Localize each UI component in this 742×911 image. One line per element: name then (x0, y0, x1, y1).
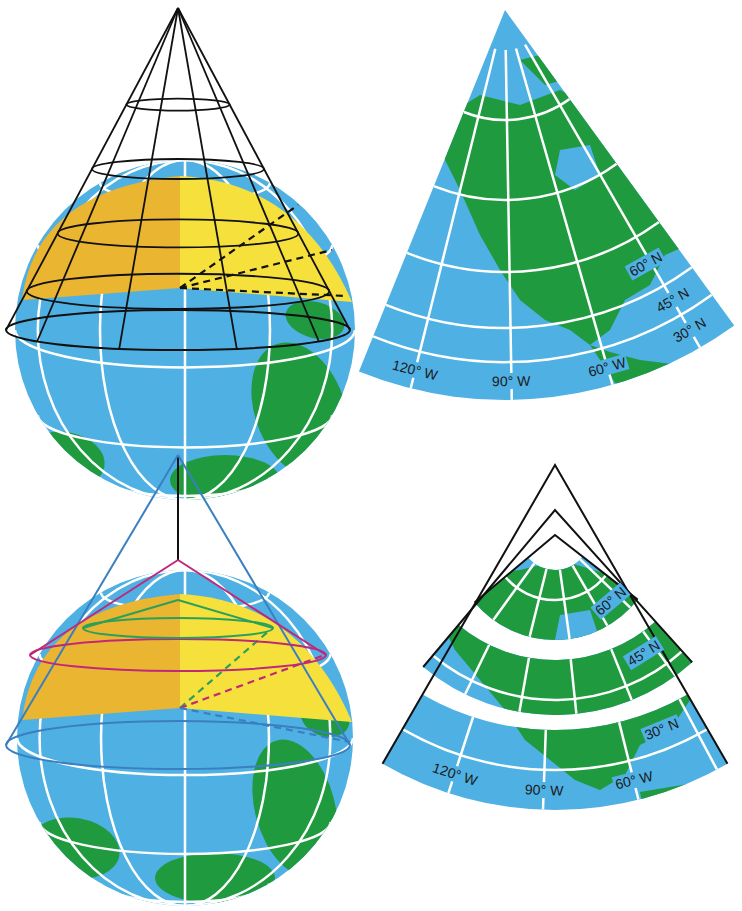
cutaway-face (22, 594, 180, 720)
globe-surface (15, 160, 366, 505)
globe-ocean (17, 570, 353, 906)
longitude-label: 90° W (522, 781, 565, 798)
map-meridian (519, 658, 529, 712)
cone-ring (126, 99, 229, 111)
map-meridian (571, 659, 577, 714)
map-meridian (530, 569, 547, 637)
cone-line (119, 8, 178, 349)
cone-ring (27, 274, 330, 309)
radius-line (180, 288, 346, 296)
cone-rim (6, 310, 350, 350)
map-land (590, 338, 742, 420)
longitude-label: 60° W (585, 353, 630, 380)
cone-axis (177, 455, 179, 560)
longitude-label: 120° W (428, 759, 481, 790)
latitude-label: 60° N (625, 247, 667, 280)
map-parallel (386, 267, 692, 328)
cone-line (178, 8, 350, 330)
map-water (555, 610, 600, 655)
cone-line (6, 455, 178, 745)
map-meridian (516, 49, 613, 385)
globe-surface (17, 570, 355, 906)
cone-line (178, 455, 350, 745)
cone-ring (92, 159, 264, 179)
longitude-label: 120° W (389, 356, 441, 384)
map-meridian (560, 570, 570, 639)
map-fan (359, 10, 734, 400)
latitude-label: 30° N (641, 714, 683, 744)
map-meridian (525, 45, 700, 348)
cone-rim (30, 639, 326, 671)
map-meridian (465, 645, 489, 695)
longitude-label: 90° W (490, 373, 533, 390)
cutaway-face (180, 176, 352, 302)
map-land (430, 560, 715, 790)
map-land (600, 30, 680, 110)
cone-rim (83, 618, 273, 638)
cone-line (37, 8, 178, 342)
map-land (520, 50, 580, 85)
cone-line (178, 8, 319, 342)
cone-line (178, 600, 273, 628)
band-land-group (403, 556, 742, 840)
map-meridian (411, 49, 496, 389)
map-meridian (493, 563, 534, 620)
latitude-label: 45° N (623, 635, 665, 669)
cone-line (178, 8, 237, 349)
cutaway-face (22, 176, 180, 300)
map-land-group (373, 30, 742, 420)
cone-rim (6, 721, 350, 769)
unrolled-cone-outline (383, 465, 728, 764)
latitude-label: 60° N (590, 582, 630, 619)
map-land (620, 556, 680, 605)
map-land (440, 90, 700, 345)
latitude-label: 30° N (669, 314, 711, 347)
cone-line (83, 600, 178, 628)
globe-land (21, 425, 110, 494)
map-meridian (506, 50, 512, 400)
cutaway-face (180, 594, 352, 722)
map-water (555, 145, 600, 190)
cone-line (6, 8, 178, 330)
cone-ring (58, 219, 299, 247)
longitude-label: 60° W (611, 767, 656, 793)
latitude-label: 45° N (652, 283, 694, 316)
